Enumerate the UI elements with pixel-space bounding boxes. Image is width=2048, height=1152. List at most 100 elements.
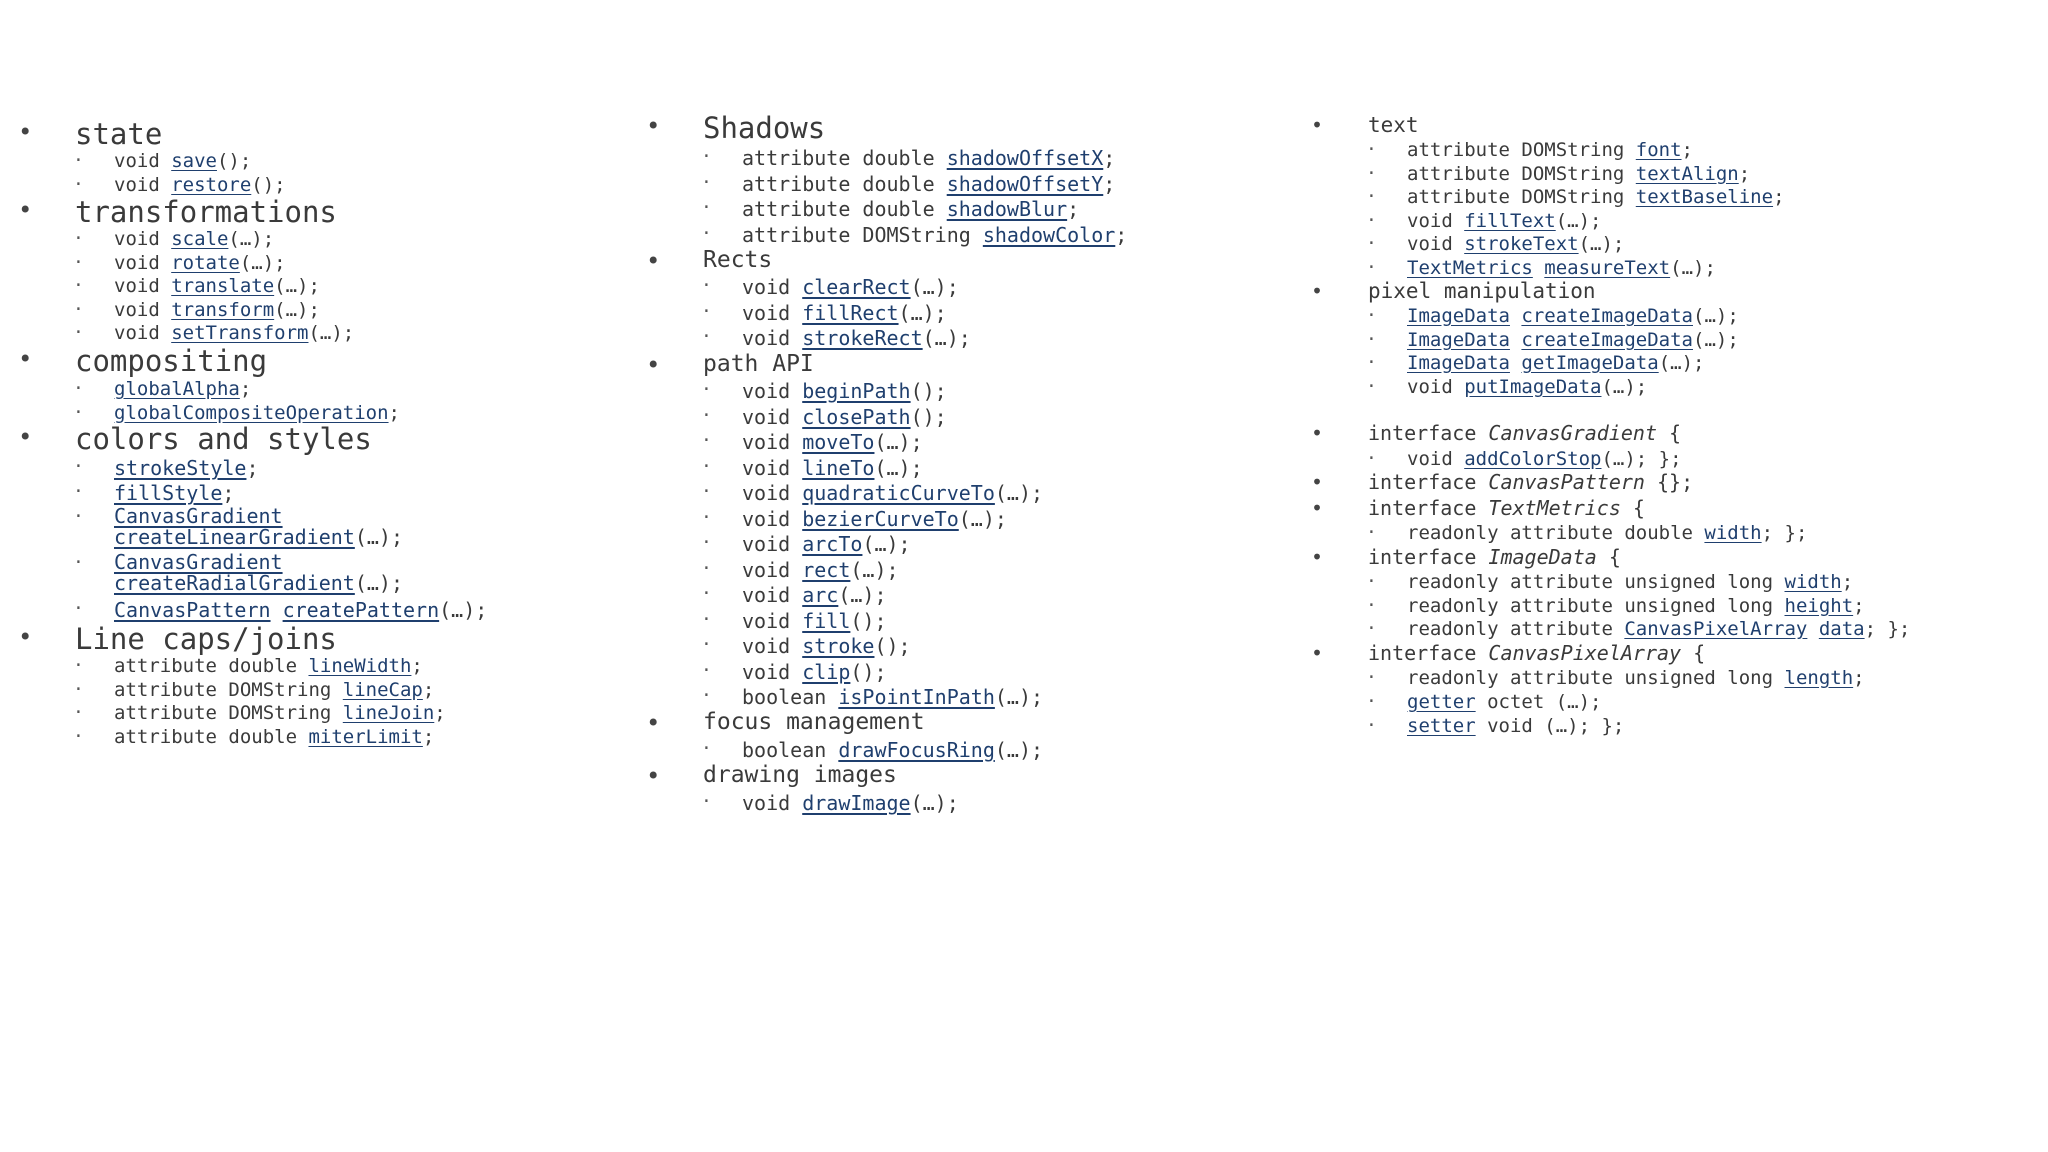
link-getter[interactable]: getter <box>1407 691 1476 713</box>
link-shadowcolor[interactable]: shadowColor <box>982 222 1116 247</box>
link-rect[interactable]: rect <box>802 557 851 582</box>
link-imagedata[interactable]: ImageData <box>1407 305 1510 327</box>
item-text: attribute DOMString textBaseline; <box>1407 186 1785 208</box>
link-drawfocusring[interactable]: drawFocusRing <box>838 738 995 762</box>
link-data[interactable]: data <box>1818 618 1865 640</box>
link-shadowoffsety[interactable]: shadowOffsetY <box>946 171 1104 196</box>
link-createpattern[interactable]: createPattern <box>282 598 440 622</box>
link-getimagedata[interactable]: getImageData <box>1521 352 1659 374</box>
item-suffix: (…); <box>862 532 911 556</box>
link-shadowoffsetx[interactable]: shadowOffsetX <box>946 146 1104 170</box>
link-addcolorstop[interactable]: addColorStop <box>1464 448 1602 470</box>
link-textalign[interactable]: textAlign <box>1635 162 1739 185</box>
sub-bullet: · <box>1366 376 1377 397</box>
link-clip[interactable]: clip <box>802 659 851 684</box>
item-suffix: (…); <box>274 298 320 321</box>
section-focus: •focus management <box>646 709 925 736</box>
item-text: void fillRect(…); <box>742 301 947 325</box>
sub-bullet: · <box>73 228 84 249</box>
link-scale[interactable]: scale <box>171 228 229 250</box>
item-prefix: attribute DOMString <box>1407 139 1636 161</box>
link-transform[interactable]: transform <box>171 298 275 321</box>
link-globalcompositeoperation[interactable]: globalCompositeOperation <box>114 401 389 424</box>
item-text: attribute double shadowOffsetX; <box>742 146 1115 170</box>
item-text: void putImageData(…); <box>1407 376 1647 398</box>
link-restore[interactable]: restore <box>171 173 252 196</box>
section-title: compositing <box>75 344 268 378</box>
link-height[interactable]: height <box>1784 595 1854 617</box>
bullet: • <box>646 351 661 379</box>
link-globalalpha[interactable]: globalAlpha <box>114 378 240 400</box>
link-translate[interactable]: translate <box>171 275 275 298</box>
link-fillstyle[interactable]: fillStyle <box>114 481 223 505</box>
link-strokerect[interactable]: strokeRect <box>802 326 923 350</box>
link-canvaspixelarray[interactable]: CanvasPixelArray <box>1624 618 1808 640</box>
link-beginpath[interactable]: beginPath <box>802 379 911 403</box>
link-clearrect[interactable]: clearRect <box>802 275 911 299</box>
sub-bullet: · <box>1366 329 1377 350</box>
link-canvasgradient[interactable]: CanvasGradient <box>114 550 283 574</box>
link-createlineargradient[interactable]: createLinearGradient <box>114 525 355 549</box>
item-suffix: ; }; <box>1761 522 1808 544</box>
sub-bullet: · <box>701 222 712 244</box>
link-strokestyle[interactable]: strokeStyle <box>114 456 247 480</box>
link-measuretext[interactable]: measureText <box>1544 257 1671 279</box>
link-fillrect[interactable]: fillRect <box>802 300 899 325</box>
item-text: CanvasPattern createPattern(…); <box>114 598 487 622</box>
sub-bullet: · <box>701 791 712 812</box>
section-pixel: •pixel manipulation <box>1311 281 1596 302</box>
link-miterlimit[interactable]: miterLimit <box>308 725 423 748</box>
link-arcto[interactable]: arcTo <box>802 532 863 556</box>
link-arc[interactable]: arc <box>802 583 839 607</box>
link-fill[interactable]: fill <box>802 608 851 633</box>
link-imagedata[interactable]: ImageData <box>1407 329 1510 351</box>
link-width[interactable]: width <box>1704 522 1762 544</box>
sub-bullet: · <box>73 456 84 477</box>
link-textmetrics[interactable]: TextMetrics <box>1407 257 1533 279</box>
item-suffix: (…); <box>354 571 403 595</box>
link-lineto[interactable]: lineTo <box>802 455 875 480</box>
link-save[interactable]: save <box>171 150 217 172</box>
item-text: ImageData getImageData(…); <box>1407 352 1704 374</box>
item-space <box>1807 618 1818 640</box>
link-textbaseline[interactable]: textBaseline <box>1635 186 1774 209</box>
link-setter[interactable]: setter <box>1407 715 1476 737</box>
link-linejoin[interactable]: lineJoin <box>342 702 435 725</box>
link-ispointinpath[interactable]: isPointInPath <box>838 685 995 709</box>
item-text: void drawImage(…); <box>742 791 959 815</box>
item-suffix: (…); <box>274 275 320 298</box>
link-imagedata[interactable]: ImageData <box>1407 352 1510 374</box>
interface-canvasgradient: •interface CanvasGradient { <box>1311 423 1681 443</box>
link-width[interactable]: width <box>1784 571 1842 593</box>
link-closepath[interactable]: closePath <box>802 404 911 429</box>
link-quadraticcurveto[interactable]: quadraticCurveTo <box>802 481 995 505</box>
item-suffix: ; <box>1067 197 1080 221</box>
link-moveto[interactable]: moveTo <box>802 430 875 454</box>
link-settransform[interactable]: setTransform <box>171 322 309 345</box>
link-length[interactable]: length <box>1784 667 1854 689</box>
link-stroketext[interactable]: strokeText <box>1464 233 1579 256</box>
link-beziercurveto[interactable]: bezierCurveTo <box>802 506 959 531</box>
link-linecap[interactable]: lineCap <box>342 678 423 701</box>
link-canvasgradient[interactable]: CanvasGradient <box>114 504 283 528</box>
link-createradialgradient[interactable]: createRadialGradient <box>114 571 355 595</box>
item-suffix: (…); <box>874 455 923 480</box>
bullet: • <box>1311 113 1324 137</box>
link-putimagedata[interactable]: putImageData <box>1464 376 1602 398</box>
link-linewidth[interactable]: lineWidth <box>308 655 412 677</box>
link-createimagedata[interactable]: createImageData <box>1521 329 1693 351</box>
sub-bullet: · <box>701 275 712 296</box>
item-prefix: void <box>742 608 803 633</box>
link-rotate[interactable]: rotate <box>171 251 240 274</box>
link-canvaspattern[interactable]: CanvasPattern <box>114 598 271 622</box>
link-stroke[interactable]: stroke <box>802 634 875 658</box>
sub-bullet: · <box>701 583 712 604</box>
section-title: focus management <box>703 709 925 735</box>
link-font[interactable]: font <box>1635 139 1682 161</box>
link-drawimage[interactable]: drawImage <box>802 791 911 815</box>
link-filltext[interactable]: fillText <box>1464 209 1556 232</box>
section-heading: •transformations <box>18 198 337 227</box>
link-createimagedata[interactable]: createImageData <box>1521 305 1693 327</box>
link-shadowblur[interactable]: shadowBlur <box>946 197 1068 221</box>
item-prefix: attribute DOMString <box>742 222 983 247</box>
